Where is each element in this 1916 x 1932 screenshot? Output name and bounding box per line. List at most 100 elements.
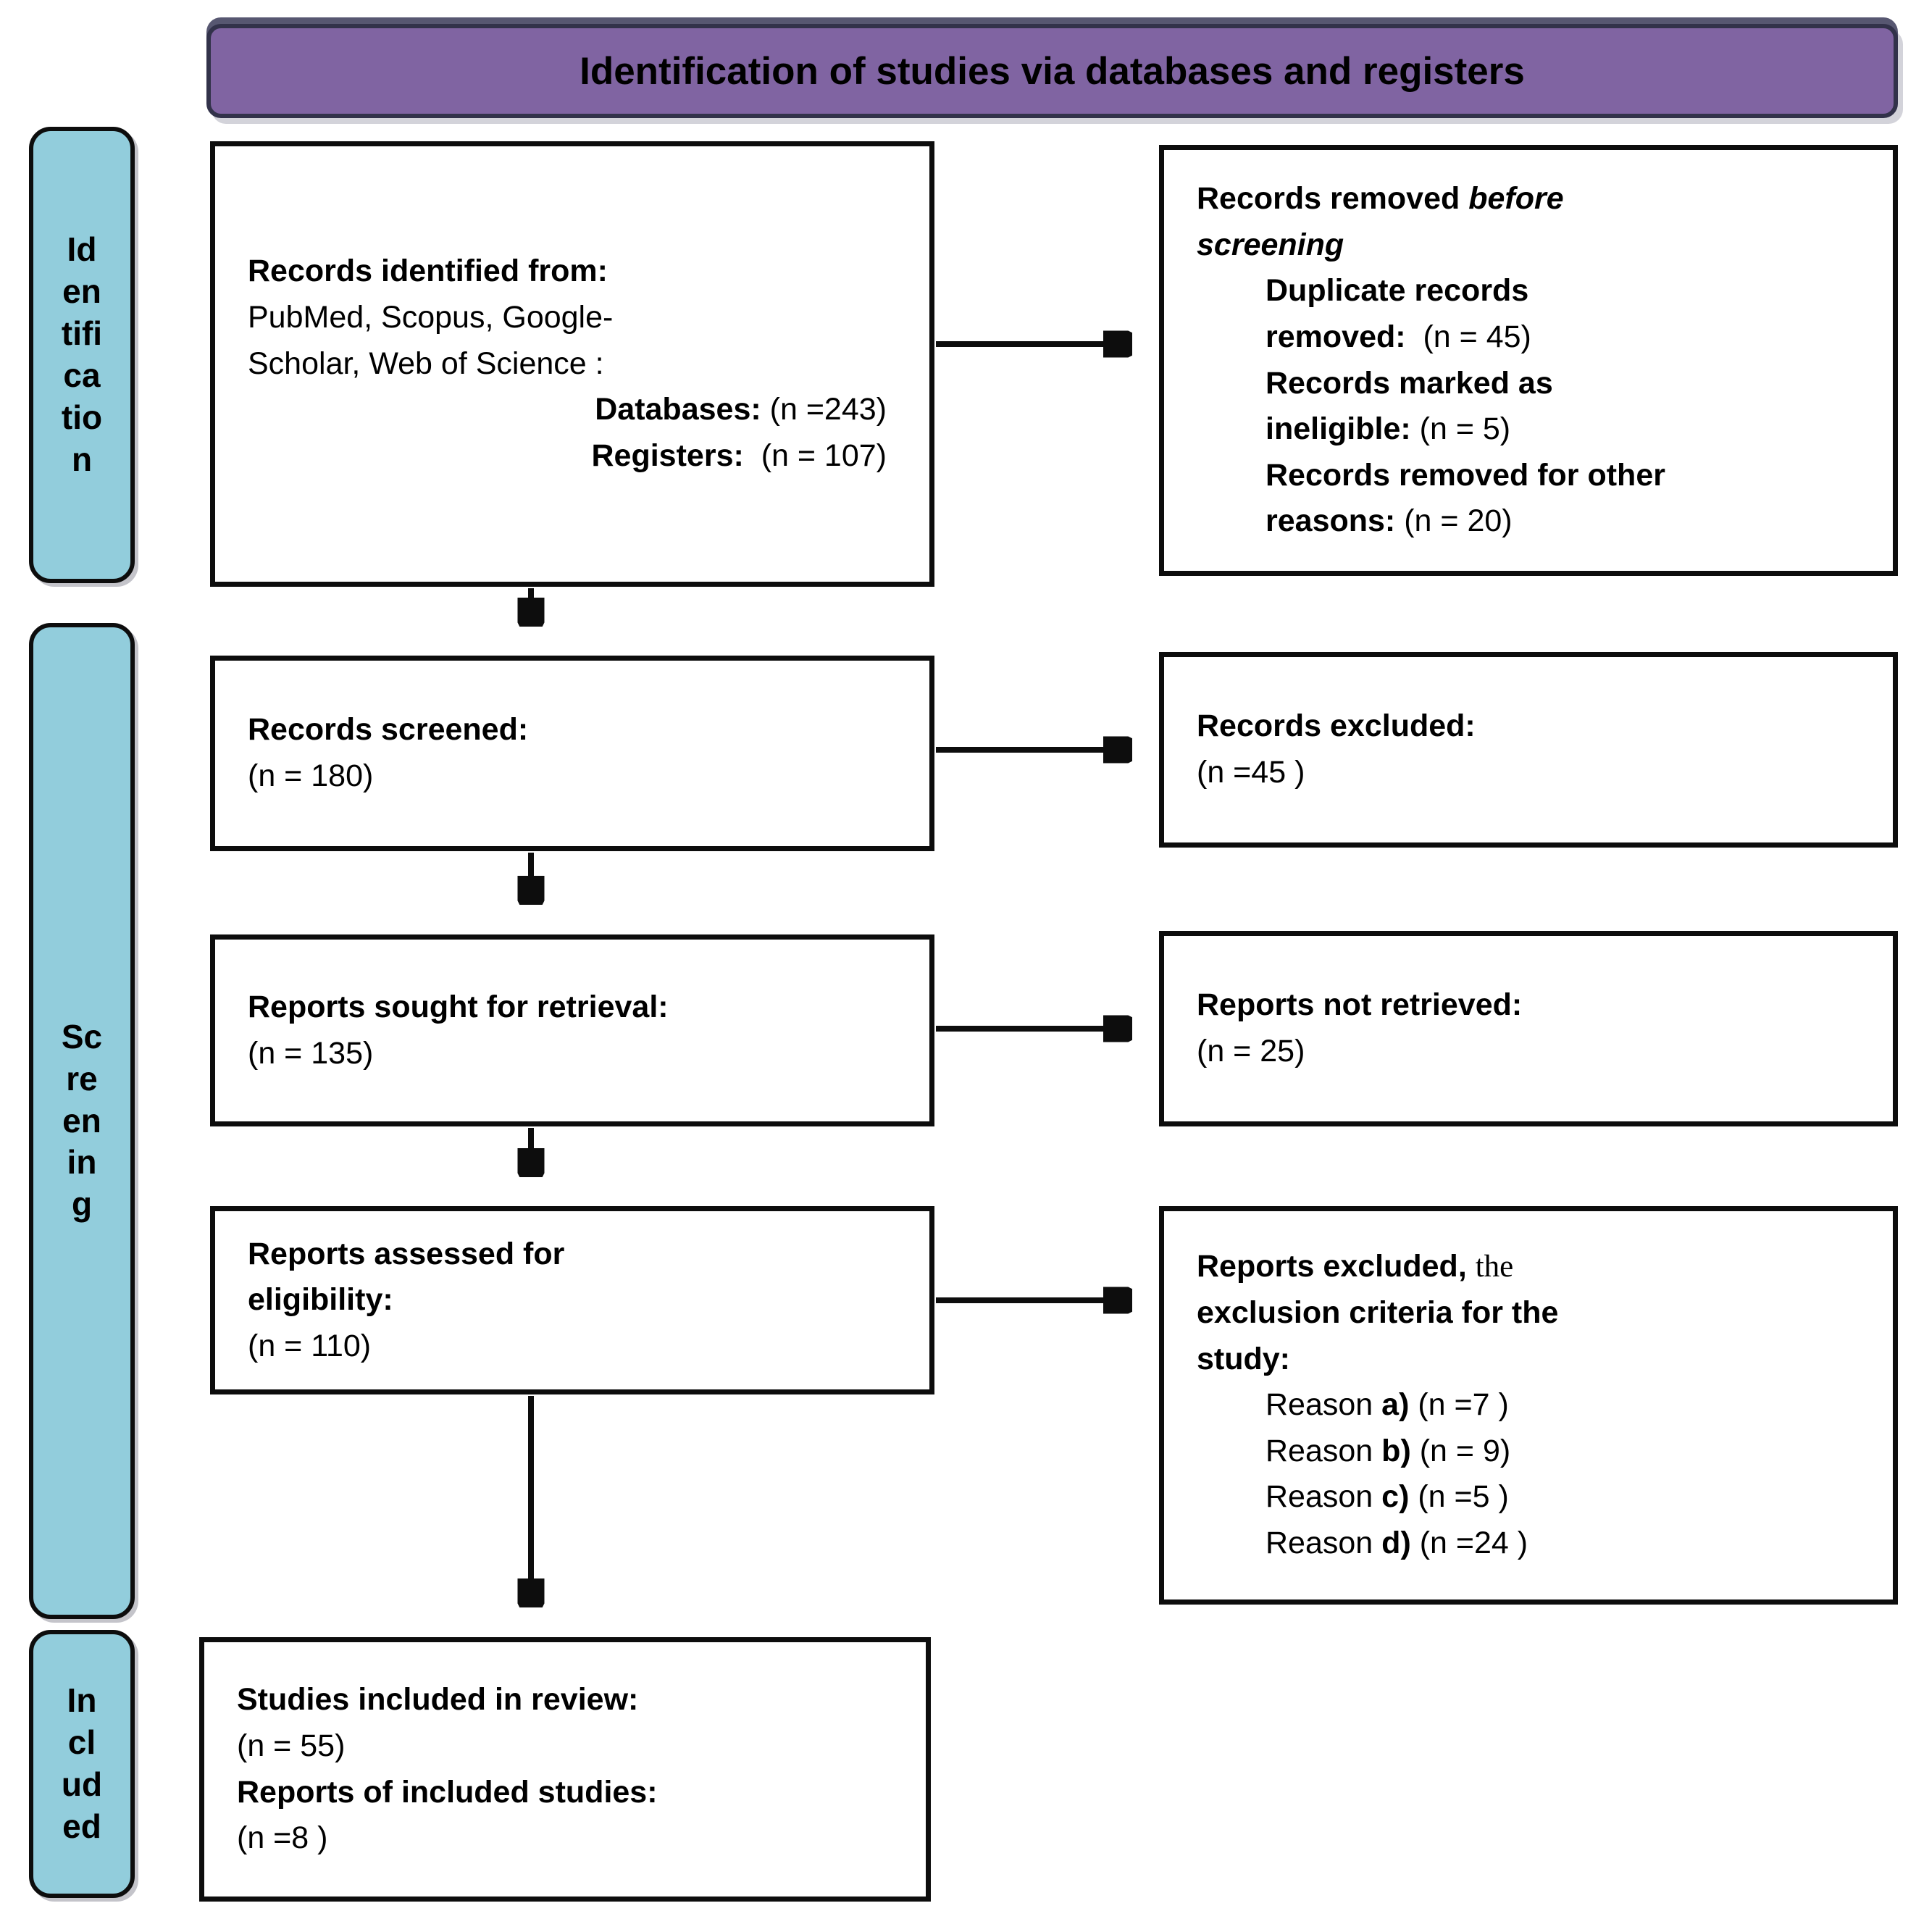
text-segment: screening [1197,227,1344,262]
text-line: removed: (n = 45) [1197,314,1860,361]
text-line: Reason d) (n =24 ) [1197,1521,1860,1567]
sidebar-screening-label: Sc re en in g [61,1017,103,1224]
text-segment: Databases: [595,392,770,427]
text-line: Duplicate records [1197,268,1860,314]
text-segment: Records marked as [1266,365,1553,401]
text-line: eligibility: [248,1277,897,1323]
text-segment: (n =7 ) [1409,1387,1509,1423]
sidebar-screening: Sc re en in g [29,623,135,1619]
text-segment: the [1475,1250,1514,1284]
text-line: (n =8 ) [237,1815,893,1862]
text-segment: (n = 20) [1404,503,1513,539]
text-segment: Records excluded: [1197,708,1476,744]
text-line: Databases: (n =243) [248,387,897,433]
text-line: Reports of included studies: [237,1770,893,1816]
text-segment: Reports assessed for [248,1236,565,1271]
text-segment: (n =24 ) [1410,1526,1528,1561]
sidebar-identification-label: Id en tifi ca tio n [61,230,103,478]
text-segment: Reports excluded, [1197,1249,1476,1284]
sidebar-included: In cl ud ed [29,1630,135,1898]
text-segment: Reports of included studies: [237,1774,658,1810]
text-segment: c) [1381,1479,1410,1515]
text-segment: (n = 45) [1414,319,1531,354]
text-line: Reason b) (n = 9) [1197,1429,1860,1475]
text-line: Reports sought for retrieval: [248,984,897,1031]
text-segment: (n = 5) [1419,411,1511,447]
text-segment: Reason [1266,1479,1382,1515]
text-line: Reason c) (n =5 ) [1197,1474,1860,1521]
box-reports-sought-for-retrieval: Reports sought for retrieval: (n = 135) [210,934,934,1126]
text-line: Registers: (n = 107) [248,433,897,480]
text-segment: (n =45 ) [1197,755,1305,790]
text-segment: Reports sought for retrieval: [248,989,669,1024]
text-segment: exclusion criteria for the [1197,1295,1559,1330]
text-segment: Studies included in review: [237,1682,639,1718]
text-line: Records marked as [1197,361,1860,407]
text-segment: (n = 180) [248,758,374,793]
text-line: exclusion criteria for the [1197,1290,1860,1337]
box-reports-assessed-for-eligibility: Reports assessed for eligibility: (n = 110… [210,1206,934,1394]
text-line: study: [1197,1337,1860,1383]
text-line: Reports excluded, the [1197,1244,1860,1290]
text-line: Records identified from: [248,248,897,295]
text-line: Records removed for other [1197,453,1860,499]
text-line: (n = 135) [248,1031,897,1077]
text-line: PubMed, Scopus, Google- [248,295,897,341]
box-records-screened: Records screened: (n = 180) [210,656,934,851]
text-line: Reports not retrieved: [1197,982,1860,1029]
text-segment: reasons: [1266,503,1405,539]
header-banner: Identification of studies via databases … [206,24,1898,118]
text-line: (n =45 ) [1197,750,1860,796]
text-segment: Records removed for other [1266,457,1665,493]
text-line: Records screened: [248,707,897,753]
text-segment: Records screened: [248,712,529,748]
text-line: Records removed before [1197,176,1860,222]
text-line: (n = 110) [248,1323,897,1370]
text-line: ineligible: (n = 5) [1197,406,1860,453]
text-segment: (n =8 ) [237,1820,328,1856]
text-line: reasons: (n = 20) [1197,498,1860,545]
text-segment: removed: [1266,319,1415,354]
text-line: (n = 180) [248,753,897,800]
sidebar-included-label: In cl ud ed [61,1681,103,1845]
text-segment: Registers: [591,438,753,473]
text-line: (n = 25) [1197,1029,1860,1075]
box-reports-not-retrieved: Reports not retrieved: (n = 25) [1159,931,1898,1126]
text-segment: Records identified from: [248,254,608,289]
text-segment: (n = 25) [1197,1034,1305,1069]
text-segment: (n = 135) [248,1035,374,1071]
sidebar-identification: Id en tifi ca tio n [29,127,135,583]
text-segment: Reports not retrieved: [1197,987,1523,1023]
text-segment: Duplicate records [1266,273,1529,309]
text-segment: (n = 55) [237,1728,346,1763]
text-segment: (n = 107) [752,438,887,473]
text-line: Reports assessed for [248,1231,897,1278]
text-segment: Records removed [1197,181,1469,216]
text-line: Studies included in review: [237,1677,893,1723]
text-segment: Reason [1266,1526,1382,1561]
text-line: (n = 55) [237,1723,893,1770]
text-segment: Reason [1266,1387,1382,1423]
text-segment: Reason [1266,1433,1382,1468]
text-line: Reason a) (n =7 ) [1197,1382,1860,1429]
text-segment: eligibility: [248,1282,393,1318]
text-segment: d) [1381,1526,1411,1561]
text-segment: study: [1197,1341,1290,1376]
text-segment: b) [1381,1433,1411,1468]
text-line: Scholar, Web of Science : [248,341,897,388]
box-studies-included-in-review: Studies included in review: (n = 55) Repor… [199,1637,931,1902]
box-records-excluded: Records excluded: (n =45 ) [1159,652,1898,848]
text-segment: (n =243) [769,392,887,427]
text-segment: (n =5 ) [1409,1479,1509,1515]
text-segment: PubMed, Scopus, Google- [248,300,614,335]
text-segment: (n = 110) [248,1328,372,1363]
text-segment: Scholar, Web of Science : [248,346,604,381]
text-segment: (n = 9) [1410,1433,1511,1468]
box-records-identified: Records identified from: PubMed, Scopus, … [210,141,934,587]
text-segment: a) [1381,1387,1410,1423]
text-line: Records excluded: [1197,703,1860,750]
text-segment: before [1468,181,1564,216]
text-segment: ineligible: [1266,411,1420,447]
